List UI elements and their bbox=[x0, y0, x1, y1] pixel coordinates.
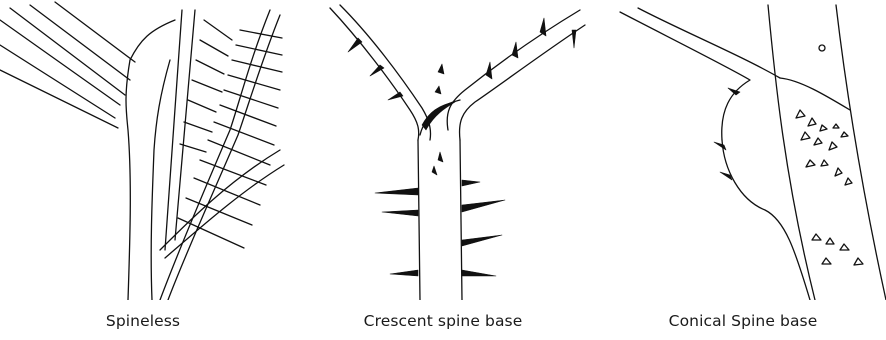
panel-spineless: Spineless bbox=[0, 0, 286, 340]
conical-spine-base-illustration bbox=[600, 0, 886, 300]
caption-spineless: Spineless bbox=[0, 312, 286, 330]
crescent-spine-base-illustration bbox=[300, 0, 586, 300]
caption-crescent-spine-base: Crescent spine base bbox=[300, 312, 586, 330]
panel-crescent-spine-base: Crescent spine base bbox=[300, 0, 586, 340]
panel-conical-spine-base: Conical Spine base bbox=[600, 0, 886, 340]
spineless-illustration bbox=[0, 0, 286, 300]
caption-conical-spine-base: Conical Spine base bbox=[600, 312, 886, 330]
